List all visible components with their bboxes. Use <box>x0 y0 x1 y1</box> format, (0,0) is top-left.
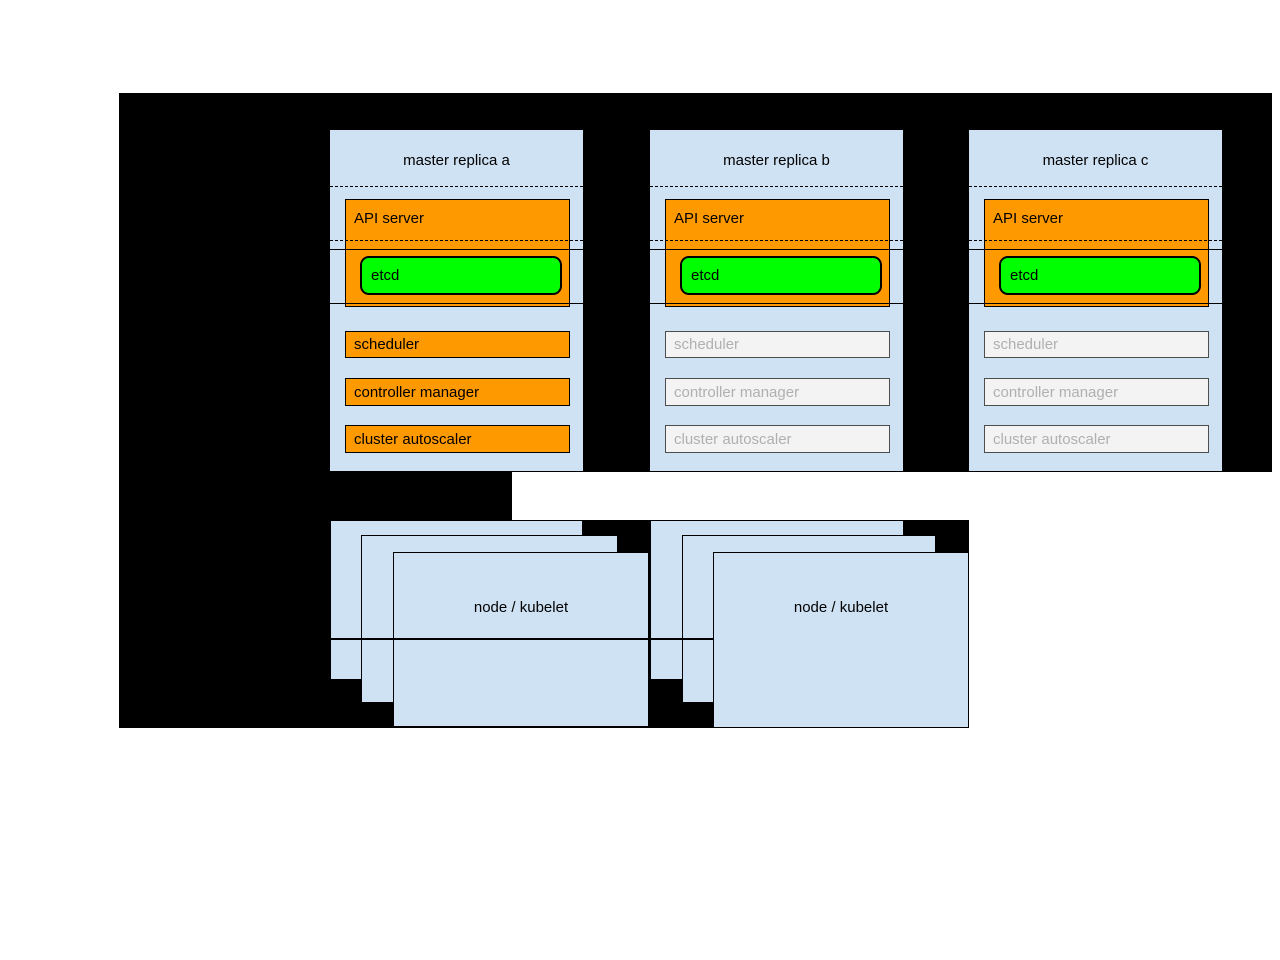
api-server-label: API server <box>993 210 1064 227</box>
dashed-divider <box>969 240 1222 241</box>
dashed-divider <box>650 240 903 241</box>
master-replica-b-title: master replica b <box>723 152 830 169</box>
master-replica-c-box: master replica c API server etcd schedul… <box>968 129 1223 472</box>
controller-manager-box: controller manager <box>345 378 570 406</box>
node-kubelet-label-2: node / kubelet <box>793 599 889 616</box>
master-replica-c-title: master replica c <box>1042 152 1149 169</box>
cluster-autoscaler-box: cluster autoscaler <box>345 425 570 453</box>
api-server-label: API server <box>354 210 425 227</box>
etcd-zone-line <box>330 303 583 304</box>
node-stack2-front-box <box>713 552 969 728</box>
scheduler-box: scheduler <box>665 331 890 358</box>
cluster-autoscaler-box: cluster autoscaler <box>665 425 890 453</box>
cluster-autoscaler-box: cluster autoscaler <box>984 425 1209 453</box>
node-divider-line <box>330 638 713 640</box>
master-replica-b-box: master replica b API server etcd schedul… <box>649 129 904 472</box>
etcd-box: etcd <box>360 256 562 295</box>
dashed-divider <box>330 240 583 241</box>
node-kubelet-label-1: node / kubelet <box>473 599 569 616</box>
etcd-zone-line <box>969 303 1222 304</box>
controller-manager-box: controller manager <box>665 378 890 406</box>
controller-manager-box: controller manager <box>984 378 1209 406</box>
etcd-zone-line <box>650 249 903 250</box>
master-replica-a-title: master replica a <box>403 152 510 169</box>
etcd-box: etcd <box>680 256 882 295</box>
scheduler-box: scheduler <box>345 331 570 358</box>
etcd-label: etcd <box>371 267 400 284</box>
etcd-zone-line <box>330 249 583 250</box>
etcd-zone-line <box>650 303 903 304</box>
dashed-divider <box>969 186 1222 187</box>
background-panel-step <box>119 472 512 520</box>
dashed-divider <box>330 186 583 187</box>
api-server-label: API server <box>674 210 745 227</box>
etcd-zone-line <box>969 249 1222 250</box>
etcd-label: etcd <box>1010 267 1039 284</box>
etcd-label: etcd <box>691 267 720 284</box>
dashed-divider <box>650 186 903 187</box>
etcd-box: etcd <box>999 256 1201 295</box>
master-replica-a-box: master replica a API server etcd schedul… <box>329 129 584 472</box>
scheduler-box: scheduler <box>984 331 1209 358</box>
